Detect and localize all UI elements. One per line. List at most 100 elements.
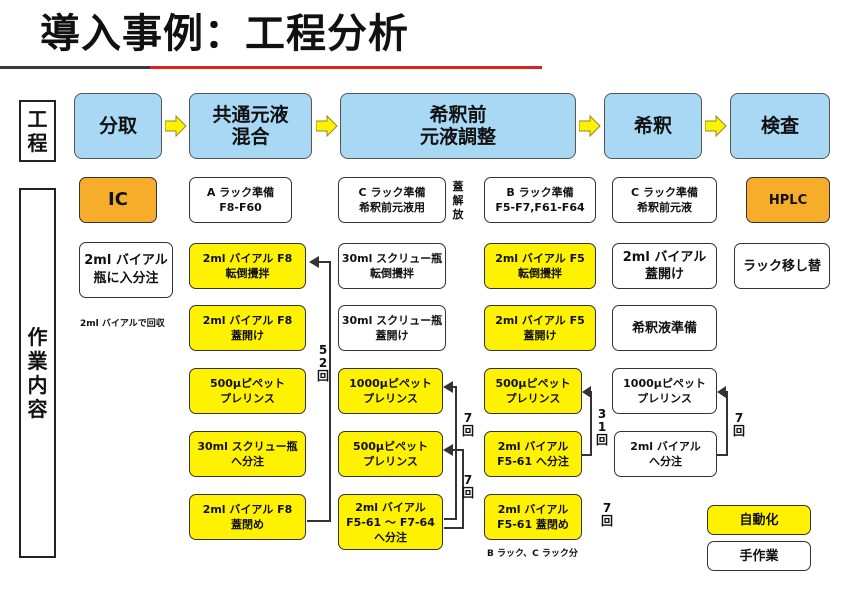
count-char: 回 [461,486,474,500]
loop-line [590,391,592,456]
loop-line [725,391,728,393]
process-pre-dilution: 希釈前 元液調整 [340,93,576,159]
box-line: 2ml バイアル [630,440,701,453]
process-label-text: 希釈 [633,115,672,137]
loop-arrowhead-icon [582,386,591,398]
box-line: 転倒攪拌 [518,267,562,280]
legend-auto: 自動化 [707,505,811,535]
box-line: F8-F60 [219,201,262,214]
loop-line [307,520,331,522]
box-line: 転倒攪拌 [370,267,414,280]
loop-line [726,391,728,456]
hplc-box: HPLC [746,177,830,223]
c-step-5-box: 2ml バイアル F5-61 ～ F7-64 へ分注 [338,494,443,550]
loop-arrowhead-icon [443,444,453,456]
box-line: 2ml バイアル [622,250,707,265]
work-label-char: 業 [27,349,48,373]
box-line: 2ml バイアル [355,500,426,514]
box-line: HPLC [768,192,808,208]
process-label-text: 希釈前 [429,104,487,126]
box-line: B ラック準備 [506,186,574,199]
box-line: 1000μピペット [349,377,432,390]
ic-box: IC [79,177,157,223]
a-rack-prep-box: A ラック準備 F8-F60 [189,177,292,223]
process-label-text: 混合 [231,126,270,148]
box-line: へ分注 [374,530,407,544]
d-step-1-box: 2ml バイアル 蓋開け [612,243,717,289]
process-label-char: 程 [27,131,48,155]
c-step-2-box: 30ml スクリュー瓶 蓋開け [338,305,446,351]
box-line: 30ml スクリュー瓶 [341,314,443,327]
loop-line [316,261,331,263]
box-line: A ラック準備 [206,186,275,199]
work-label-char: 内 [27,373,48,397]
box-line: 2ml バイアル F5 [495,252,585,265]
process-label-text: 共通元液 [212,104,289,126]
box-line: 500μピペット [209,377,286,390]
page-title: 導入事例：工程分析 [40,11,409,57]
box-line: IC [108,189,128,210]
box-line: 希釈前元液 [637,201,692,214]
box-line: 2ml バイアル F8 [202,314,293,327]
legend-label: 手作業 [739,548,779,564]
loop-count: 7 回 [461,474,475,500]
loop-line [451,386,457,388]
b-step-4-box: 2ml バイアル F5-61 へ分注 [484,431,582,477]
box-line: 500μピペット [495,377,571,390]
legend-label: 自動化 [739,512,779,528]
b-step-1-box: 2ml バイアル F5 転倒攪拌 [484,243,596,289]
box-line: 2ml バイアル F8 [202,503,293,516]
box-line: 蓋閉め [231,518,264,531]
c-step-1-box: 30ml スクリュー瓶 転倒攪拌 [338,243,446,289]
flow-arrow-icon [579,115,601,137]
count-char: 回 [595,433,608,447]
box-line: 希釈前元液用 [359,201,425,214]
box-line: C ラック準備 [631,186,698,199]
c-step-4-box: 500μピペット プレリンス [338,431,443,477]
process-bunshu: 分取 [74,93,162,159]
box-line: 2ml バイアル [497,503,569,516]
loop-line [462,449,464,529]
process-kyotsu-mix: 共通元液 混合 [189,93,312,159]
loop-count: 7 回 [461,412,475,438]
box-line: F5-F7,F61-F64 [495,201,585,214]
box-line: 蓋開け [231,329,264,342]
box-line: へ分注 [231,455,264,468]
rack-move-box: ラック移し替 [734,243,830,289]
loop-arrowhead-icon [717,386,726,398]
count-char: 7 [734,411,744,425]
work-label: 作 業 内 容 [19,188,56,558]
flow-arrow-icon [165,115,187,137]
loop-count: 7 回 [732,412,746,438]
loop-line [455,386,457,520]
box-line: プレリンス [505,392,561,405]
d-step-2-box: 希釈液準備 [612,305,717,351]
count-char: 7 [463,411,473,425]
a-step-5-box: 2ml バイアル F8 蓋閉め [189,494,306,540]
box-line: プレリンス [363,455,418,468]
box-line: 転倒攪拌 [225,267,270,280]
loop-line [329,261,331,522]
legend-manual: 手作業 [707,541,811,571]
count-char: 2 [318,356,328,370]
count-char: 3 [597,407,607,421]
box-line: プレリンス [220,392,275,405]
process-label-text: 検査 [760,115,799,137]
count-char: 回 [316,369,329,383]
a-step-2-box: 2ml バイアル F8 蓋開け [189,305,306,351]
count-char: 5 [318,343,328,357]
box-line: プレリンス [363,392,418,405]
box-line: 蓋開け [375,329,409,342]
a-step-1-box: 2ml バイアル F8 転倒攪拌 [189,243,306,289]
title-underline-red [150,66,542,69]
count-char: 7 [463,473,473,487]
recover-note: 2ml バイアルで回収 [80,319,165,329]
box-line: へ分注 [649,455,682,468]
box-line: ラック移し替 [742,258,821,274]
process-label-text: 分取 [98,115,137,137]
count-char: 7 [602,501,612,515]
box-line: F5-61 へ分注 [497,455,569,468]
box-line: C ラック準備 [358,186,426,199]
flow-arrow-icon [316,115,338,137]
work-label-char: 作 [27,325,48,349]
